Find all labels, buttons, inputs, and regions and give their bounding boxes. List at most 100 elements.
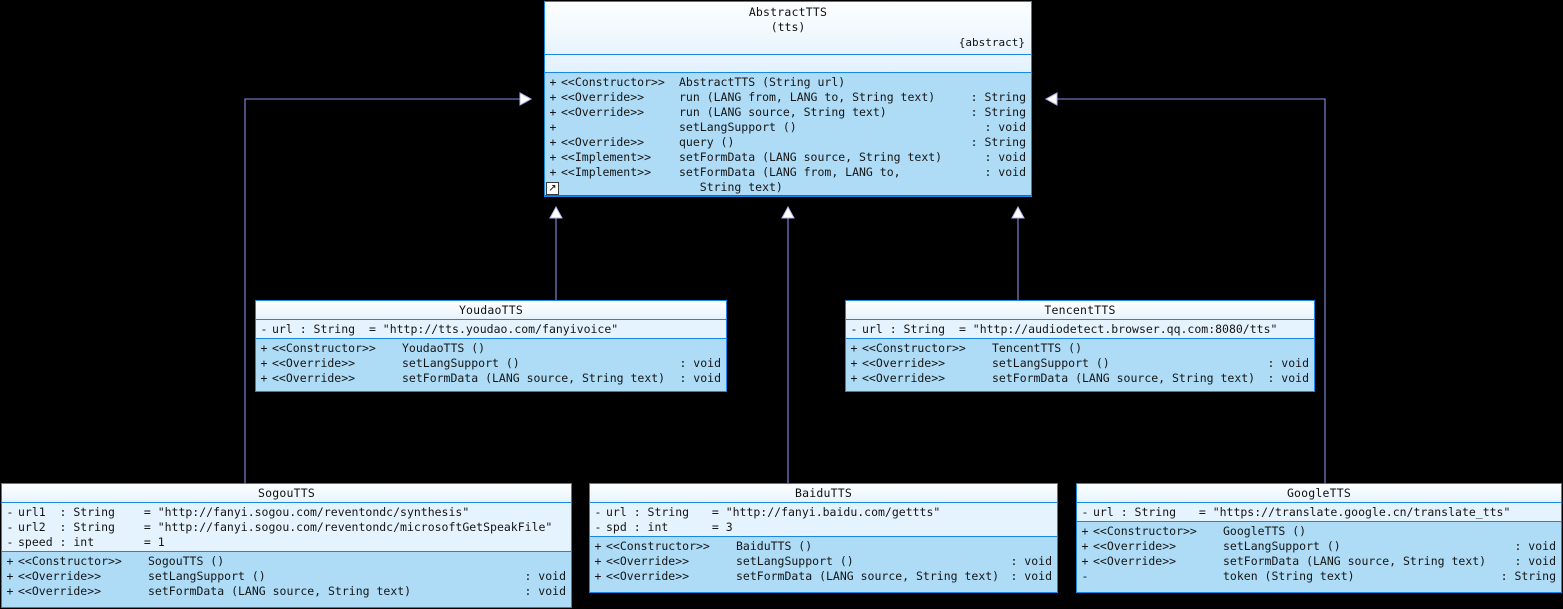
operation-row[interactable]: +<<Constructor>>YoudaoTTS () bbox=[256, 341, 726, 356]
attribute-row[interactable]: -url1 : String = "http://fanyi.sogou.com… bbox=[2, 505, 571, 520]
operation-stereotype: <<Constructor>> bbox=[18, 554, 122, 568]
attribute-value: = "http://tts.youdao.com/fanyivoice" bbox=[355, 322, 619, 336]
operation-stereotype: <<Override>> bbox=[1093, 539, 1177, 553]
operation-return-type: : void bbox=[679, 356, 721, 370]
operation-row[interactable]: +<<Override>>setLangSupport (): void bbox=[590, 554, 1057, 569]
operation-signature: TencentTTS () bbox=[992, 341, 1083, 355]
attribute-row[interactable]: -url : String = "http://audiodetect.brow… bbox=[846, 322, 1314, 337]
operation-row[interactable]: +<<Implement>>setFormData (LANG from, LA… bbox=[545, 165, 1031, 180]
operation-signature: run (LANG from, LANG to, String text) bbox=[679, 90, 936, 104]
operation-visibility: + bbox=[549, 75, 557, 89]
attribute-value: = "http://fanyi.sogou.com/reventondc/syn… bbox=[130, 505, 470, 519]
attribute-signature: url : String bbox=[272, 322, 356, 336]
operation-row[interactable]: String text) bbox=[545, 180, 1031, 195]
operation-row[interactable]: +<<Override>>query (): String bbox=[545, 135, 1031, 150]
operation-row[interactable]: + <<Override>> setFormData (LANG source, S… bbox=[1077, 554, 1561, 569]
attribute-row[interactable]: -url2 : String = "http://fanyi.sogou.com… bbox=[2, 520, 571, 535]
attribute-visibility: - bbox=[6, 505, 14, 519]
operation-signature: setFormData (LANG source, String text) bbox=[402, 371, 666, 385]
operation-row[interactable]: +<<Override>>setLangSupport (): void bbox=[256, 356, 726, 371]
operation-signature: SogouTTS () bbox=[148, 554, 225, 568]
operation-row[interactable]: +<<Implement>>setFormData (LANG source, … bbox=[545, 150, 1031, 165]
operation-row[interactable]: +<<Override>>run (LANG from, LANG to, St… bbox=[545, 90, 1031, 105]
operation-return-type: : void bbox=[1514, 554, 1556, 568]
operation-row[interactable]: +<<Override>>setFormData (LANG source, S… bbox=[2, 584, 571, 599]
edge-sogoutts-to-abstracttts bbox=[244, 92, 533, 483]
attribute-row[interactable]: -url : String = "http://fanyi.baidu.com/… bbox=[590, 505, 1057, 520]
operation-row[interactable]: +<<Override>>setLangSupport (): void bbox=[846, 356, 1314, 371]
operation-signature: AbstractTTS (String url) bbox=[679, 75, 846, 89]
operation-stereotype: <<Override>> bbox=[561, 135, 645, 149]
attribute-row[interactable]: -url : String = "http://tts.youdao.com/f… bbox=[256, 322, 726, 337]
operation-visibility: + bbox=[260, 371, 268, 385]
operation-visibility: + bbox=[1081, 554, 1089, 568]
operation-visibility: + bbox=[6, 584, 14, 598]
operation-row[interactable]: +<<Constructor>>TencentTTS () bbox=[846, 341, 1314, 356]
class-box-googletts[interactable]: GoogleTTS -url : String = "https://trans… bbox=[1076, 483, 1562, 593]
operation-row[interactable]: +<<Constructor>>BaiduTTS () bbox=[590, 539, 1057, 554]
operation-row[interactable]: + <<Constructor>> AbstractTTS (String url) bbox=[545, 75, 1031, 90]
class-box-sogoutts[interactable]: SogouTTS -url1 : String = "http://fanyi.… bbox=[1, 483, 572, 608]
operation-row[interactable]: + <<Override>> setFormData (LANG source, S… bbox=[256, 371, 726, 386]
operation-stereotype: <<Override>> bbox=[862, 356, 946, 370]
attribute-row[interactable]: -url : String = "https://translate.googl… bbox=[1077, 505, 1561, 520]
operation-return-type: : void bbox=[524, 584, 566, 598]
operation-signature: setLangSupport () bbox=[148, 569, 266, 583]
operation-row[interactable]: +<<Override>>setFormData (LANG source, S… bbox=[590, 569, 1057, 584]
attribute-visibility: - bbox=[850, 322, 858, 336]
operation-signature: String text) bbox=[679, 180, 783, 194]
class-operations-youdaotts: +<<Constructor>>YoudaoTTS ()+<<Override>… bbox=[256, 339, 726, 391]
class-header-baidutts: BaiduTTS bbox=[590, 484, 1057, 503]
operation-signature: YoudaoTTS () bbox=[402, 341, 486, 355]
operation-stereotype: <<Override>> bbox=[18, 584, 102, 598]
operation-visibility: + bbox=[1081, 539, 1089, 553]
operation-return-type: : String bbox=[970, 135, 1026, 149]
operation-stereotype: <<Override>> bbox=[272, 371, 356, 385]
class-stereotype-abstract: {abstract} bbox=[958, 36, 1025, 49]
class-attributes-tencenttts: -url : String = "http://audiodetect.brow… bbox=[846, 320, 1314, 339]
operation-row[interactable]: -token (String text): String bbox=[1077, 569, 1561, 584]
operation-row[interactable]: +setLangSupport (): void bbox=[545, 120, 1031, 135]
operation-signature: setFormData (LANG from, LANG to, bbox=[679, 165, 901, 179]
operation-row[interactable]: +<<Override>>setLangSupport (): void bbox=[2, 569, 571, 584]
expand-arrow-icon[interactable]: ↗ bbox=[546, 182, 559, 195]
operation-row[interactable]: +<<Override>>setFormData (LANG source, S… bbox=[846, 371, 1314, 386]
attribute-signature: url2 : String bbox=[18, 520, 115, 534]
class-package-abstracttts: (tts) bbox=[770, 20, 806, 34]
operation-visibility: + bbox=[850, 371, 858, 385]
operation-signature: setLangSupport () bbox=[736, 554, 854, 568]
operation-visibility: + bbox=[6, 554, 14, 568]
operation-return-type: : void bbox=[1267, 371, 1309, 385]
class-box-youdaotts[interactable]: YoudaoTTS -url : String = "http://tts.yo… bbox=[255, 300, 727, 392]
class-box-abstracttts[interactable]: AbstractTTS (tts) {abstract} +<<Construc… bbox=[544, 1, 1032, 197]
class-attrs-abstracttts-empty bbox=[545, 55, 1031, 73]
operation-signature: setFormData (LANG source, String text) bbox=[1223, 554, 1487, 568]
operation-stereotype: <<Constructor>> bbox=[561, 75, 665, 89]
class-attributes-googletts: -url : String = "https://translate.googl… bbox=[1077, 503, 1561, 522]
operation-return-type: : void bbox=[524, 569, 566, 583]
operation-visibility: + bbox=[1081, 524, 1089, 538]
operation-row[interactable]: +<<Override>>run (LANG source, String te… bbox=[545, 105, 1031, 120]
class-attributes-sogoutts: -url1 : String = "http://fanyi.sogou.com… bbox=[2, 503, 571, 552]
attribute-row[interactable]: -speed : int = 1 bbox=[2, 535, 571, 550]
class-attributes-youdaotts: -url : String = "http://tts.youdao.com/f… bbox=[256, 320, 726, 339]
operation-stereotype: <<Constructor>> bbox=[606, 539, 710, 553]
operation-row[interactable]: +<<Override>>setLangSupport (): void bbox=[1077, 539, 1561, 554]
operation-row[interactable]: + <<Constructor>> SogouTTS () bbox=[2, 554, 571, 569]
class-header-sogoutts: SogouTTS bbox=[2, 484, 571, 503]
class-box-baidutts[interactable]: BaiduTTS -url : String = "http://fanyi.b… bbox=[589, 483, 1058, 593]
attribute-visibility: - bbox=[6, 535, 14, 549]
attribute-row[interactable]: -spd : int = 3 bbox=[590, 520, 1057, 535]
operation-return-type: : String bbox=[970, 105, 1026, 119]
class-box-tencenttts[interactable]: TencentTTS -url : String = "http://audio… bbox=[845, 300, 1315, 392]
operation-stereotype: <<Override>> bbox=[1093, 554, 1177, 568]
attribute-value: = "http://audiodetect.browser.qq.com:808… bbox=[945, 322, 1278, 336]
operation-row[interactable]: +<<Constructor>>GoogleTTS () bbox=[1077, 524, 1561, 539]
operation-signature: setLangSupport () bbox=[679, 120, 797, 134]
class-name-sogoutts: SogouTTS bbox=[258, 486, 315, 500]
operation-visibility: + bbox=[594, 554, 602, 568]
class-operations-googletts: +<<Constructor>>GoogleTTS ()+<<Override>… bbox=[1077, 522, 1561, 592]
operation-visibility: + bbox=[260, 341, 268, 355]
operation-visibility: + bbox=[549, 120, 557, 134]
